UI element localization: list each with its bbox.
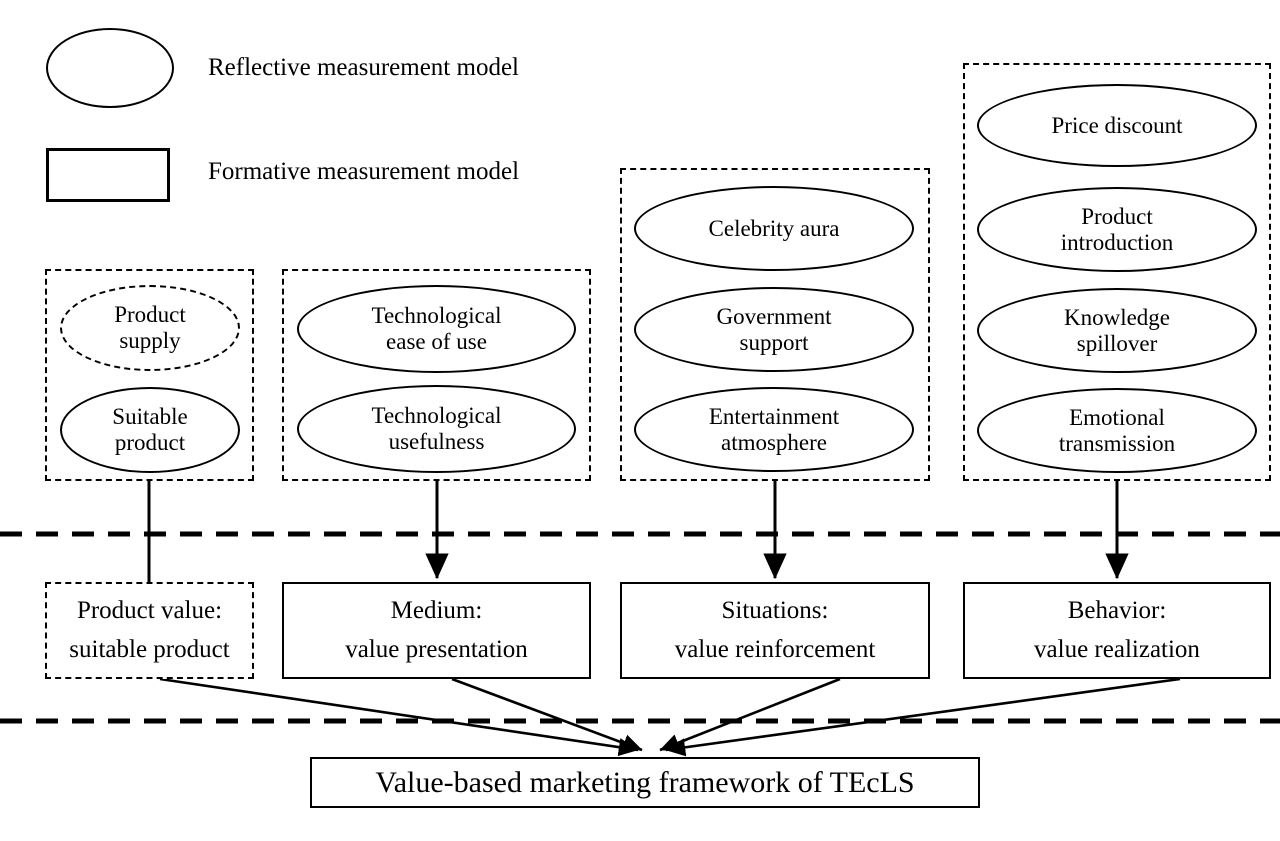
node-product-supply-text: Product supply [114,302,186,353]
box-behavior-line2: value realization [1034,635,1200,663]
box-framework-label: Value-based marketing framework of TEcLS [375,765,915,799]
node-price-discount-text: Price discount [1051,112,1183,138]
node-knowledge-spillover-text: Knowledge spillover [1063,304,1171,356]
node-government-support-text: Government support [716,303,832,355]
box-behavior[interactable]: Behavior: value realization [963,582,1271,679]
legend-formative-shape [46,148,170,202]
node-technological-usefulness-text: Technological usefulness [371,403,502,454]
box-medium-line1: Medium: [390,596,483,624]
legend-reflective-label: Reflective measurement model [208,54,519,81]
box-behavior-line1: Behavior: [1067,596,1167,624]
node-product-introduction[interactable]: Product introduction [977,187,1257,272]
box-framework[interactable]: Value-based marketing framework of TEcLS [310,757,980,808]
node-price-discount[interactable]: Price discount [977,84,1257,167]
group-situation-container [620,168,930,481]
node-entertainment-atmosphere[interactable]: Entertainment atmosphere [634,387,914,472]
box-situations-line2: value reinforcement [674,635,876,663]
node-emotional-transmission-text: Emotional transmission [1058,404,1176,456]
node-entertainment-atmosphere-text: Entertainment atmosphere [708,403,840,455]
legend-formative-label: Formative measurement model [208,158,520,185]
box-situations-line1: Situations: [721,596,829,624]
group-behavior-container [963,63,1271,481]
connector-product-value-to-framework [159,677,639,757]
node-knowledge-spillover[interactable]: Knowledge spillover [977,288,1257,373]
node-emotional-transmission[interactable]: Emotional transmission [977,388,1257,473]
node-product-introduction-text: Product introduction [1060,203,1174,255]
legend-reflective-shape [46,28,174,108]
node-product-supply[interactable]: Product supply [60,285,240,371]
box-medium[interactable]: Medium: value presentation [282,582,591,679]
node-celebrity-aura-text: Celebrity aura [708,215,840,241]
box-product-value-line2: suitable product [69,635,230,663]
connector-medium-to-framework [451,677,643,752]
node-technological-usefulness[interactable]: Technological usefulness [297,385,576,473]
box-product-value[interactable]: Product value: suitable product [45,582,254,679]
box-product-value-line1: Product value: [76,596,223,624]
node-government-support[interactable]: Government support [634,287,914,372]
connector-behavior-to-framework [665,677,1181,757]
node-technological-ease-of-use[interactable]: Technological ease of use [297,285,576,373]
node-suitable-product-text: Suitable product [112,404,188,455]
group-product-container [45,269,254,481]
connector-situations-to-framework [659,677,841,752]
group-medium-container [282,269,591,481]
node-suitable-product[interactable]: Suitable product [60,387,240,473]
node-celebrity-aura[interactable]: Celebrity aura [634,186,914,271]
box-medium-line2: value presentation [345,635,528,663]
node-technological-ease-of-use-text: Technological ease of use [371,303,502,354]
box-situations[interactable]: Situations: value reinforcement [620,582,930,679]
